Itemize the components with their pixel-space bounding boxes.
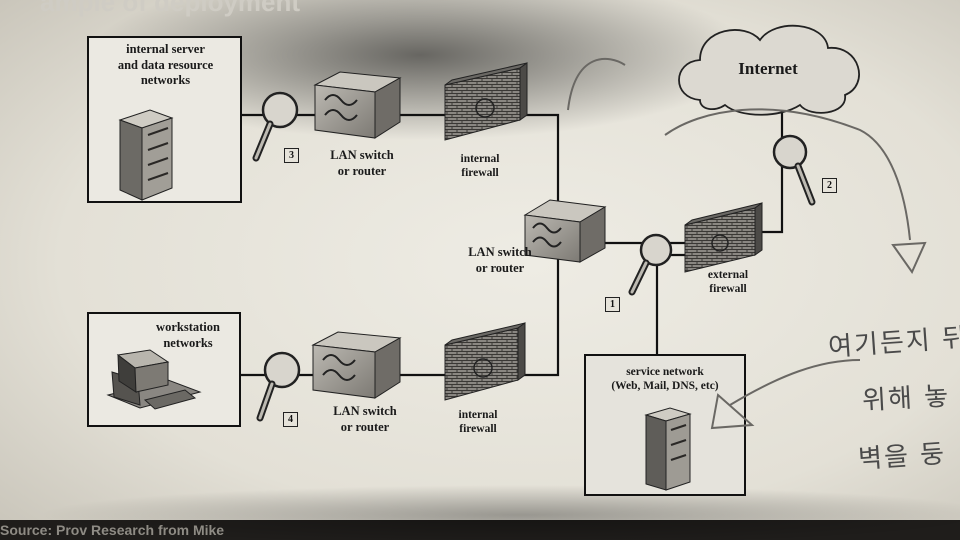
header-partial-text: ample of deployment [40, 0, 301, 17]
workstation-icon [106, 349, 202, 410]
fw-internal-top-label-line1: internal [460, 153, 500, 165]
switch-bottom-label-line2: or router [340, 419, 390, 434]
firewall-internal-bottom-icon [444, 322, 526, 401]
sensor-magnifier-icon-4 [256, 351, 301, 422]
switch-bottom-icon [311, 331, 402, 399]
service-network-label-line1: service network [626, 366, 704, 378]
switch-bottom-label-line1: LAN switch [333, 404, 397, 418]
switch-mid-icon [523, 199, 607, 263]
switch-top-label-line1: LAN switch [330, 148, 394, 162]
sensor-magnifier-icon-3 [252, 91, 299, 162]
pencil-arrowhead-left [710, 393, 755, 430]
bottom-shadow [40, 485, 960, 540]
fw-internal-bottom-label: internal firewall [438, 408, 518, 437]
service-server-icon [644, 407, 692, 491]
sensor-number-3: 3 [284, 148, 299, 163]
workstation-label-line1: workstation [156, 320, 220, 334]
pencil-arrowhead-right [891, 241, 927, 275]
internal-server-label-line2: and data resource [117, 57, 214, 72]
fw-internal-bottom-label-line1: internal [458, 409, 498, 421]
footer-partial-text: Source: Prov Research from Mike [0, 522, 225, 538]
fw-external-label: external firewall [688, 268, 768, 297]
internal-server-label: internal server and data resource networ… [94, 42, 237, 89]
pencil-pointer-line [729, 359, 861, 406]
service-network-label-line2: (Web, Mail, DNS, etc) [611, 380, 719, 393]
switch-top-icon [313, 71, 402, 139]
top-shadow [90, 0, 750, 140]
handwriting-line2: 위해 놓 [861, 381, 951, 417]
workstation-label-line2: networks [163, 335, 213, 350]
fw-external-label-line1: external [707, 269, 749, 281]
fw-internal-top-label-line2: firewall [461, 167, 499, 180]
handwriting-line3: 벽을 둥 [857, 438, 948, 476]
sensor-magnifier-icon-1 [628, 233, 673, 296]
internal-server-label-line3: networks [140, 73, 191, 88]
workstation-label: workstation networks [138, 320, 238, 351]
switch-mid-label: LAN switch or router [450, 245, 550, 276]
switch-mid-label-line2: or router [475, 260, 525, 275]
pencil-annotations [567, 57, 927, 430]
sensor-number-1: 1 [605, 297, 620, 312]
pencil-curve-left [567, 57, 626, 111]
switch-top-label-line2: or router [337, 163, 387, 178]
switch-top-label: LAN switch or router [312, 148, 412, 179]
sensor-magnifier-icon-2 [772, 134, 816, 206]
internet-cloud-icon [678, 24, 860, 116]
service-network-label: service network (Web, Mail, DNS, etc) [586, 365, 744, 394]
fw-internal-top-label: internal firewall [440, 152, 520, 181]
firewall-internal-top-icon [444, 62, 528, 141]
switch-mid-label-line1: LAN switch [468, 245, 532, 259]
internal-server-label-line1: internal server [126, 42, 205, 56]
server-icon [118, 109, 174, 201]
sensor-number-4: 4 [283, 412, 298, 427]
fw-external-label-line2: firewall [709, 283, 747, 296]
sensor-number-2: 2 [822, 178, 837, 193]
fw-internal-bottom-label-line2: firewall [459, 423, 497, 436]
switch-bottom-label: LAN switch or router [315, 404, 415, 435]
internet-label: Internet [738, 59, 798, 78]
pencil-arc-right [664, 108, 911, 241]
firewall-external-icon [684, 202, 763, 273]
